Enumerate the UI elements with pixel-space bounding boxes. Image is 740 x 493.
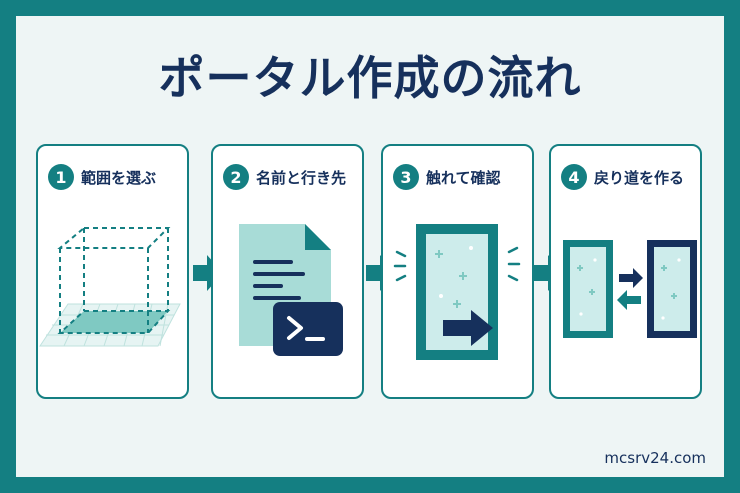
step-label-2: 名前と行き先 bbox=[256, 168, 347, 187]
step-header-4: 4 戻り道を作る bbox=[561, 164, 684, 190]
arrow-right-icon bbox=[193, 255, 223, 291]
step-card-3: 3 触れて確認 bbox=[381, 144, 534, 399]
step-number-4: 4 bbox=[561, 164, 587, 190]
portal-enter-icon bbox=[393, 224, 521, 360]
site-url: mcsrv24.com bbox=[604, 449, 706, 467]
step-label-3: 触れて確認 bbox=[426, 168, 501, 187]
document-terminal-icon bbox=[239, 224, 343, 356]
step-card-1: 1 範囲を選ぶ bbox=[36, 144, 189, 399]
selection-cube-icon bbox=[39, 227, 181, 347]
step-card-4: 4 戻り道を作る bbox=[549, 144, 702, 399]
step-label-4: 戻り道を作る bbox=[594, 168, 685, 187]
step-header-1: 1 範囲を選ぶ bbox=[48, 164, 156, 190]
step-header-3: 3 触れて確認 bbox=[393, 164, 501, 190]
return-portals-icon bbox=[563, 240, 697, 338]
page-title: ポータル作成の流れ bbox=[158, 51, 582, 105]
step-header-2: 2 名前と行き先 bbox=[223, 164, 346, 190]
step-card-2: 2 名前と行き先 bbox=[211, 144, 364, 399]
step-label-1: 範囲を選ぶ bbox=[81, 168, 157, 187]
step-number-1: 1 bbox=[48, 164, 74, 190]
step-number-3: 3 bbox=[393, 164, 419, 190]
step-number-2: 2 bbox=[223, 164, 249, 190]
